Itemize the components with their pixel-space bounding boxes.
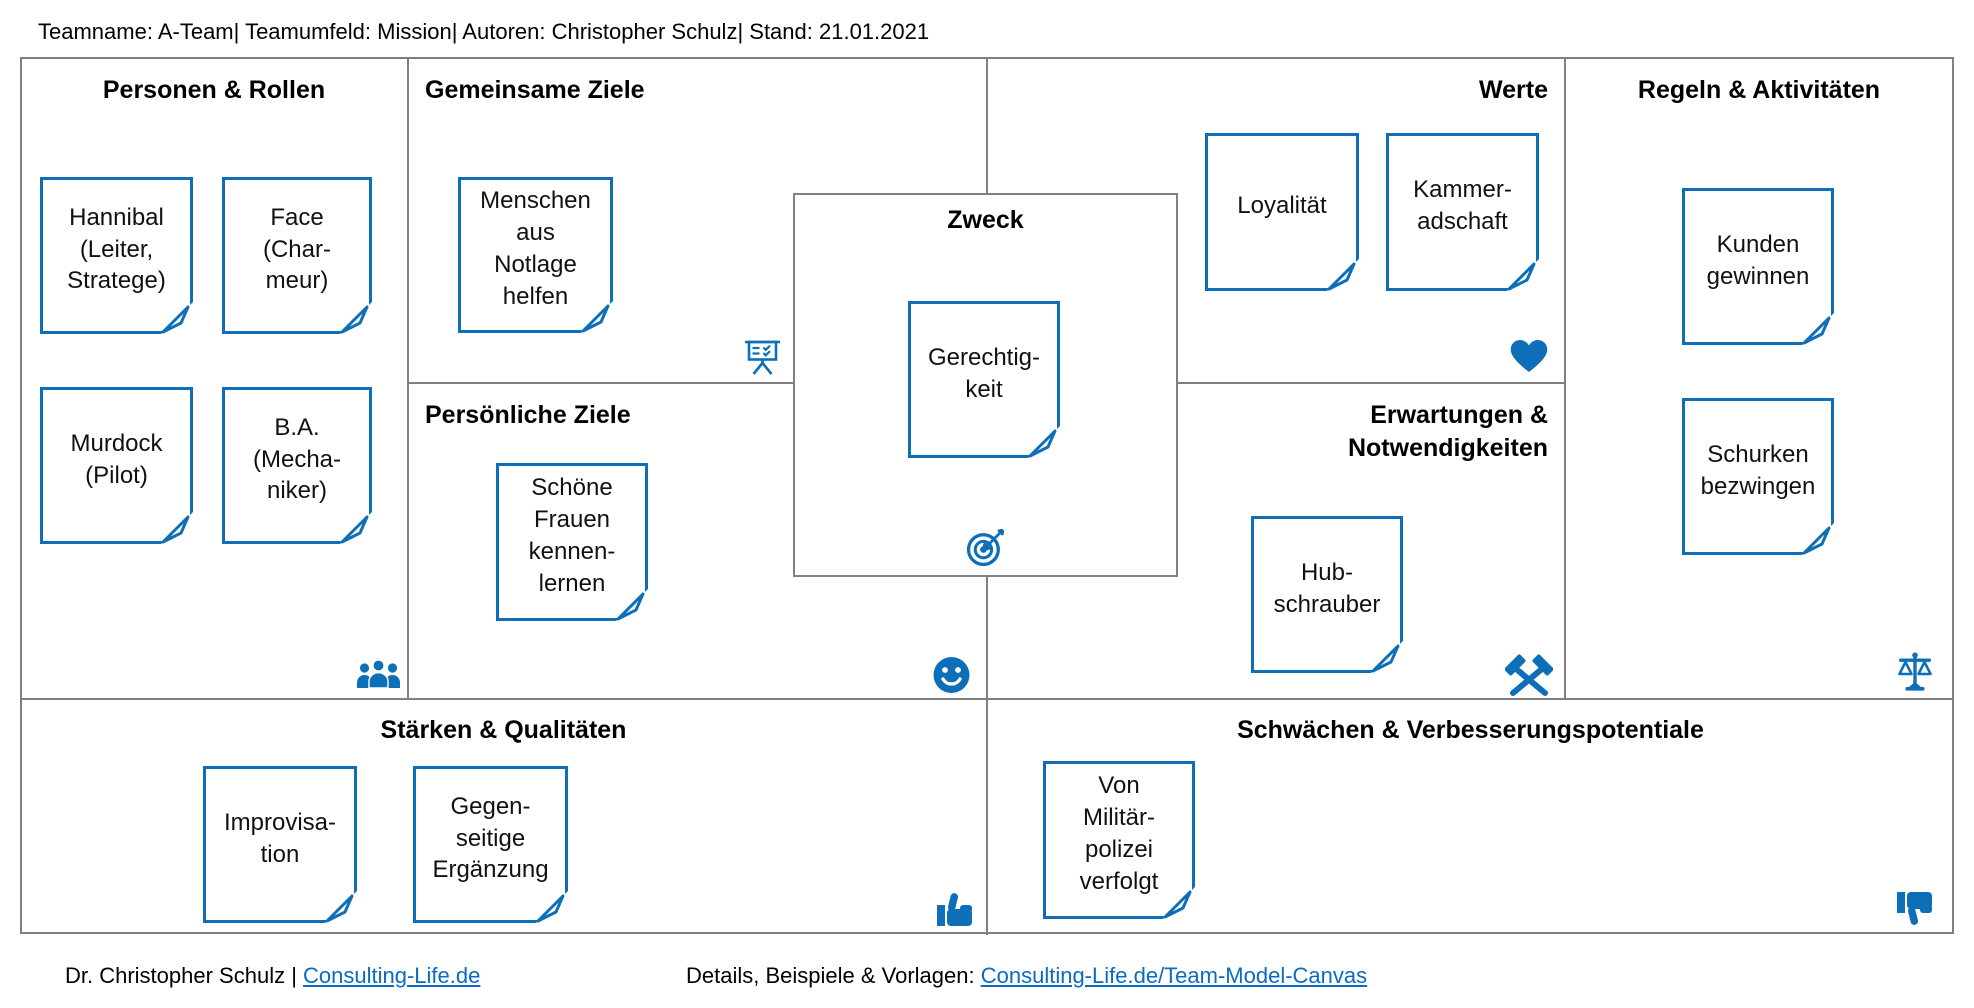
sticky-note-improvisation[interactable]: Improvisa- tion bbox=[203, 766, 357, 923]
people-icon bbox=[357, 659, 400, 689]
footer-details-label: Details, Beispiele & Vorlagen: bbox=[686, 963, 981, 988]
folded-corner-icon bbox=[161, 512, 193, 544]
note-text: Von Militär- polizei verfolgt bbox=[1079, 772, 1159, 895]
folded-corner-icon bbox=[340, 512, 372, 544]
folded-corner-icon bbox=[1327, 259, 1359, 291]
sticky-note-menschen[interactable]: Menschen aus Notlage helfen bbox=[458, 177, 613, 333]
folded-corner-icon bbox=[1507, 259, 1539, 291]
footer-author: Dr. Christopher Schulz | Consulting-Life… bbox=[65, 963, 480, 989]
footer-details-link[interactable]: Consulting-Life.de/Team-Model-Canvas bbox=[980, 963, 1368, 988]
target-icon bbox=[966, 528, 1005, 567]
sticky-note-schurken[interactable]: Schurken bezwingen bbox=[1682, 398, 1834, 555]
section-title-erwartungen: Erwartungen & Notwendigkeiten bbox=[1347, 401, 1548, 462]
folded-corner-icon bbox=[340, 302, 372, 334]
canvas-header: Teamname: A-Team| Teamumfeld: Mission| A… bbox=[38, 19, 930, 44]
scales-icon bbox=[1898, 652, 1932, 691]
section-title-zweck: Zweck bbox=[947, 206, 1024, 234]
folded-corner-icon bbox=[1028, 426, 1060, 458]
sticky-note-ba[interactable]: B.A. (Mecha- niker) bbox=[222, 387, 372, 544]
note-text: Hannibal (Leiter, Stratege) bbox=[67, 203, 166, 295]
folded-corner-icon bbox=[616, 589, 648, 621]
heart-icon bbox=[1510, 340, 1548, 372]
sticky-note-loyalitaet[interactable]: Loyalität bbox=[1205, 133, 1359, 291]
thumbs-down-icon bbox=[1897, 892, 1932, 925]
section-title-staerken: Stärken & Qualitäten bbox=[380, 716, 627, 744]
folded-corner-icon bbox=[581, 301, 613, 333]
sticky-note-militaerpolizei[interactable]: Von Militär- polizei verfolgt bbox=[1043, 761, 1195, 919]
divider-regeln bbox=[1564, 57, 1566, 700]
note-text: Kammer- adschaft bbox=[1413, 176, 1512, 235]
sticky-note-kunden[interactable]: Kunden gewinnen bbox=[1682, 188, 1834, 345]
footer-author-link[interactable]: Consulting-Life.de bbox=[303, 963, 481, 988]
note-text: Kunden gewinnen bbox=[1706, 230, 1810, 290]
note-text: Improvisa- tion bbox=[223, 808, 337, 868]
sticky-note-hubschrauber[interactable]: Hub- schrauber bbox=[1251, 516, 1403, 673]
note-text: Loyalität bbox=[1237, 192, 1327, 220]
folded-corner-icon bbox=[161, 302, 193, 334]
note-text: Gegen- seitige Ergänzung bbox=[432, 792, 549, 884]
folded-corner-icon bbox=[1802, 523, 1834, 555]
hammers-icon bbox=[1505, 654, 1553, 696]
note-text: Gerechtig- keit bbox=[927, 343, 1041, 403]
note-text: Hub- schrauber bbox=[1273, 558, 1381, 618]
sticky-note-face[interactable]: Face (Char- meur) bbox=[222, 177, 372, 334]
note-text: Murdock (Pilot) bbox=[70, 429, 163, 489]
folded-corner-icon bbox=[1163, 887, 1195, 919]
section-title-personen: Personen & Rollen bbox=[102, 76, 326, 104]
thumbs-up-icon bbox=[937, 893, 972, 926]
note-text: Schurken bezwingen bbox=[1700, 440, 1816, 500]
note-text: Menschen aus Notlage helfen bbox=[480, 187, 591, 310]
footer-author-label: Dr. Christopher Schulz | bbox=[65, 963, 304, 988]
note-text: Schöne Frauen kennen- lernen bbox=[528, 474, 616, 597]
folded-corner-icon bbox=[1371, 641, 1403, 673]
presentation-icon bbox=[745, 340, 780, 375]
note-text: B.A. (Mecha- niker) bbox=[252, 413, 342, 505]
sticky-note-kammeradschaft[interactable]: Kammer- adschaft bbox=[1386, 133, 1539, 291]
sticky-note-gerechtigkeit[interactable]: Gerechtig- keit bbox=[908, 301, 1060, 458]
note-text: Face (Char- meur) bbox=[262, 203, 331, 295]
divider-bottom-row bbox=[986, 699, 988, 935]
folded-corner-icon bbox=[1802, 313, 1834, 345]
sticky-note-murdock[interactable]: Murdock (Pilot) bbox=[40, 387, 193, 544]
sticky-note-schoene-frauen[interactable]: Schöne Frauen kennen- lernen bbox=[496, 463, 648, 621]
section-title-regeln: Regeln & Aktivitäten bbox=[1637, 76, 1881, 104]
sticky-note-hannibal[interactable]: Hannibal (Leiter, Stratege) bbox=[40, 177, 193, 334]
section-title-schwaechen: Schwächen & Verbesserungspotentiale bbox=[1237, 716, 1704, 744]
smiley-icon bbox=[933, 657, 970, 693]
footer-details: Details, Beispiele & Vorlagen: Consultin… bbox=[686, 963, 1367, 989]
folded-corner-icon bbox=[325, 891, 357, 923]
sticky-note-gegenseitige[interactable]: Gegen- seitige Ergänzung bbox=[413, 766, 568, 923]
folded-corner-icon bbox=[536, 891, 568, 923]
divider-bottom-horizontal bbox=[20, 698, 1954, 700]
section-title-werte: Werte bbox=[1478, 76, 1548, 104]
section-title-persoenliche: Persönliche Ziele bbox=[425, 401, 631, 429]
section-title-gemeinsame: Gemeinsame Ziele bbox=[425, 76, 645, 104]
divider-personen bbox=[407, 57, 409, 700]
